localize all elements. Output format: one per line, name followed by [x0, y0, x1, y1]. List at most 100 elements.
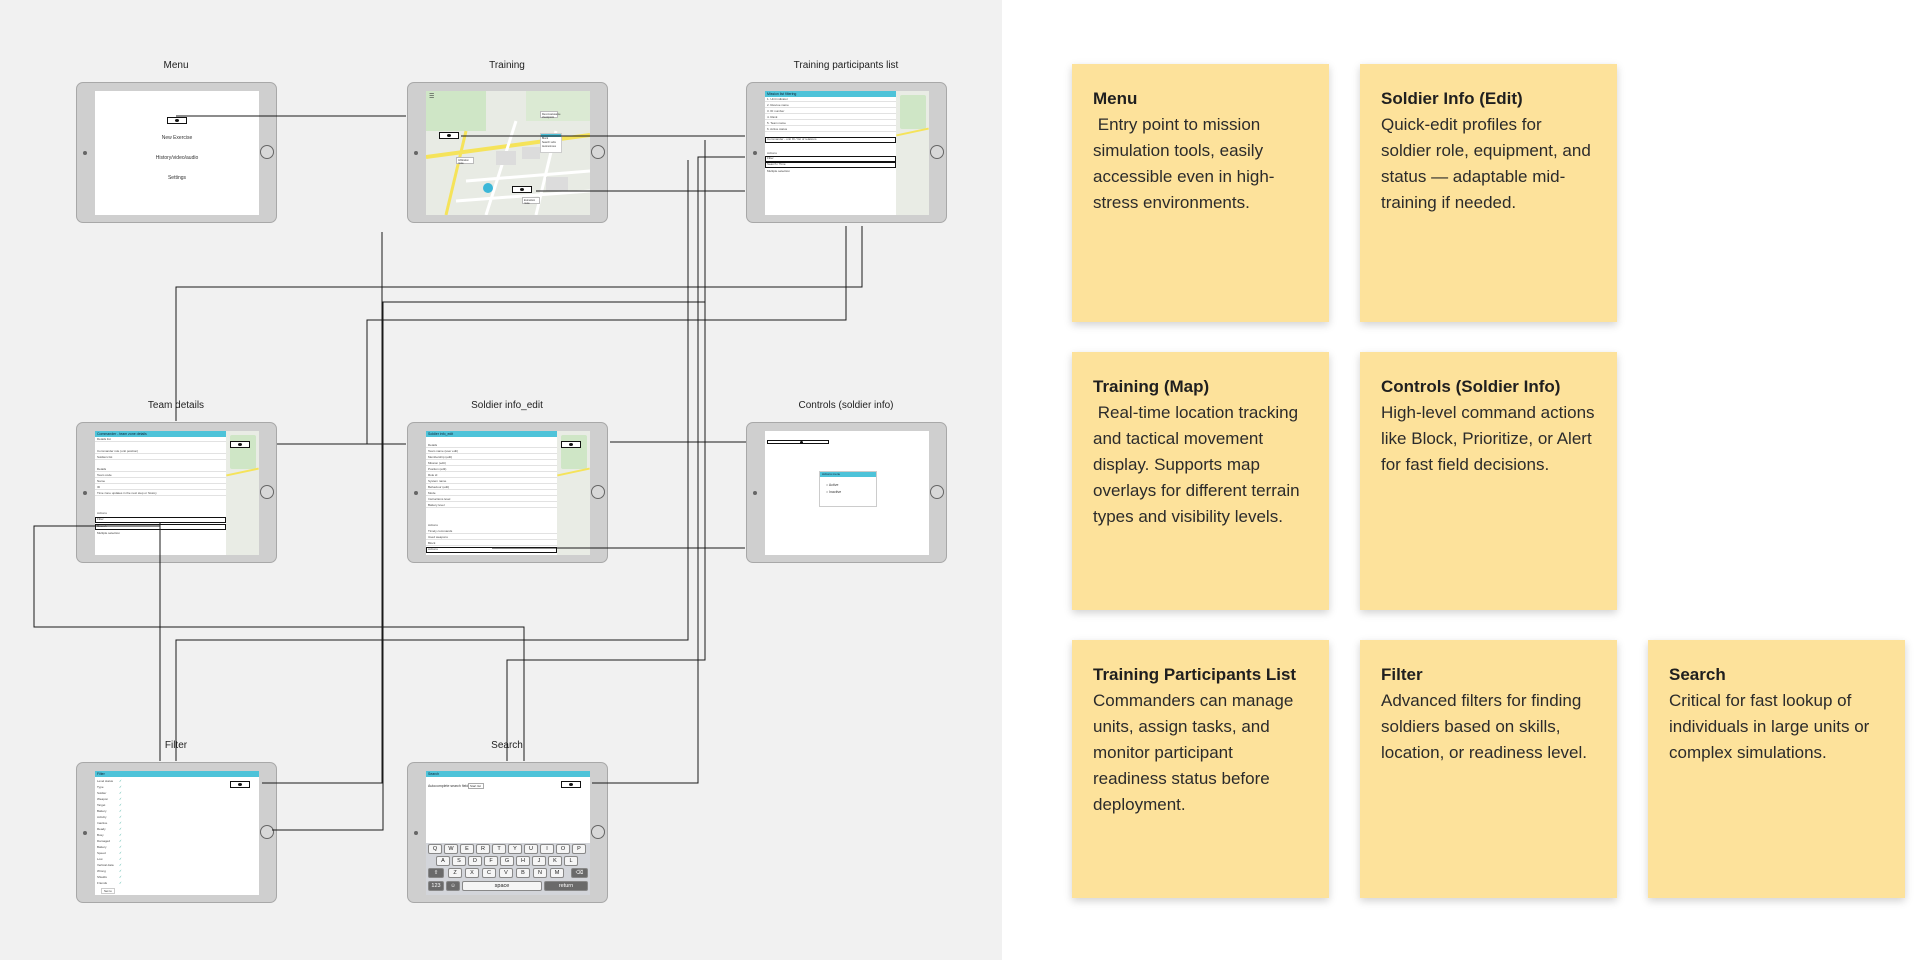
- search-item[interactable]: Search: [97, 524, 107, 528]
- filter-item[interactable]: Filter: [97, 517, 104, 521]
- keyboard-key[interactable]: H: [516, 856, 530, 866]
- filter-option-row[interactable]: Target✓: [97, 803, 157, 808]
- link-handle[interactable]: [561, 441, 581, 448]
- emoji-icon[interactable]: ☺: [446, 881, 460, 891]
- keyboard-key[interactable]: V: [499, 868, 513, 878]
- filter-option-row[interactable]: Speed✓: [97, 851, 157, 856]
- list-row[interactable]: 3. ID number: [765, 109, 896, 114]
- list-row[interactable]: Details list: [95, 437, 226, 442]
- check-icon[interactable]: ✓: [119, 833, 122, 837]
- check-icon[interactable]: ✓: [119, 809, 122, 813]
- keyboard-key[interactable]: J: [532, 856, 546, 866]
- numbers-key[interactable]: 123: [428, 881, 444, 891]
- keyboard-key[interactable]: X: [465, 868, 479, 878]
- list-row[interactable]: Behaviour (edit): [426, 485, 557, 490]
- list-row[interactable]: Timely commands: [426, 529, 557, 534]
- check-icon[interactable]: ✓: [119, 815, 122, 819]
- keyboard-key[interactable]: E: [460, 844, 474, 854]
- keyboard-key[interactable]: R: [476, 844, 490, 854]
- search-input[interactable]: Start list: [468, 783, 484, 789]
- keyboard-key[interactable]: K: [548, 856, 562, 866]
- link-handle[interactable]: [230, 441, 250, 448]
- list-row[interactable]: Commander role (unit position): [95, 449, 226, 454]
- keyboard-key[interactable]: F: [484, 856, 498, 866]
- filter-option-row[interactable]: Inactive✓: [97, 821, 157, 826]
- check-icon[interactable]: ✓: [119, 857, 122, 861]
- keyboard-key[interactable]: G: [500, 856, 514, 866]
- keyboard-key[interactable]: Q: [428, 844, 442, 854]
- keyboard-key[interactable]: P: [572, 844, 586, 854]
- list-row[interactable]: Role id: [426, 473, 557, 478]
- selected-row[interactable]: [765, 137, 896, 143]
- filter-option-row[interactable]: Vertical data✓: [97, 863, 157, 868]
- list-row[interactable]: Membership (edit): [426, 455, 557, 460]
- return-key[interactable]: return: [544, 881, 588, 891]
- list-row[interactable]: Instructions level: [426, 497, 557, 502]
- filter-option-row[interactable]: Soldier✓: [97, 791, 157, 796]
- list-row[interactable]: Block: [426, 541, 557, 546]
- menu-item-history[interactable]: History/video/audio: [155, 155, 199, 161]
- check-icon[interactable]: ✓: [119, 803, 122, 807]
- list-row[interactable]: Team name (user edit): [426, 449, 557, 454]
- menu-item-settings[interactable]: Settings: [167, 175, 187, 181]
- check-icon[interactable]: ✓: [119, 797, 122, 801]
- check-icon[interactable]: ✓: [119, 779, 122, 783]
- space-key[interactable]: space: [462, 881, 542, 891]
- check-icon[interactable]: ✓: [119, 827, 122, 831]
- keyboard-key[interactable]: Y: [508, 844, 522, 854]
- filter-option-row[interactable]: Low✓: [97, 857, 157, 862]
- backspace-key[interactable]: ⌫: [571, 868, 588, 878]
- keyboard-key[interactable]: A: [436, 856, 450, 866]
- keyboard-key[interactable]: D: [468, 856, 482, 866]
- option-active[interactable]: ○ Active: [826, 483, 839, 487]
- filter-option-row[interactable]: Ready✓: [97, 827, 157, 832]
- check-icon[interactable]: ✓: [119, 869, 122, 873]
- menu-item-new-exercise[interactable]: New Exercise: [161, 135, 193, 141]
- list-row[interactable]: 1. Unit indicator: [765, 97, 896, 102]
- list-row[interactable]: 2. Rescue name: [765, 103, 896, 108]
- keyboard-key[interactable]: O: [556, 844, 570, 854]
- link-handle[interactable]: [230, 781, 250, 788]
- search-row[interactable]: [765, 162, 896, 168]
- keyboard-key[interactable]: C: [482, 868, 496, 878]
- shift-key[interactable]: ⇧: [428, 868, 444, 878]
- link-handle[interactable]: [167, 117, 187, 124]
- filter-option-row[interactable]: Weapon✓: [97, 797, 157, 802]
- set-to-button[interactable]: Set to: [101, 888, 115, 894]
- check-icon[interactable]: ✓: [119, 863, 122, 867]
- check-icon[interactable]: ✓: [119, 881, 122, 885]
- list-row[interactable]: Name: [95, 479, 226, 484]
- multi-select-item[interactable]: Multiple selection: [97, 531, 121, 535]
- filter-option-row[interactable]: Battery✓: [97, 809, 157, 814]
- link-handle[interactable]: [561, 781, 581, 788]
- check-icon[interactable]: ✓: [119, 839, 122, 843]
- check-icon[interactable]: ✓: [119, 791, 122, 795]
- list-row[interactable]: Commander - unit ID / list of relations: [767, 137, 817, 141]
- filter-row[interactable]: [765, 156, 896, 162]
- filter-option-row[interactable]: Wrong✓: [97, 869, 157, 874]
- popup-item[interactable]: Autonomous: [542, 145, 557, 148]
- list-row[interactable]: ID: [95, 485, 226, 490]
- check-icon[interactable]: ✓: [119, 785, 122, 789]
- keyboard-key[interactable]: S: [452, 856, 466, 866]
- keyboard-key[interactable]: T: [492, 844, 506, 854]
- filter-item[interactable]: Filter: [767, 156, 774, 160]
- link-handle[interactable]: [439, 132, 459, 139]
- keyboard-key[interactable]: L: [564, 856, 578, 866]
- actions-item[interactable]: Actions: [428, 547, 438, 551]
- filter-option-row[interactable]: Damaged✓: [97, 839, 157, 844]
- option-inactive[interactable]: ○ Inactive: [826, 490, 842, 494]
- list-row[interactable]: Team code: [95, 473, 226, 478]
- list-row[interactable]: Mode: [426, 491, 557, 496]
- list-row[interactable]: 4. Rank: [765, 115, 896, 120]
- list-row[interactable]: Battery level: [426, 503, 557, 508]
- check-icon[interactable]: ✓: [119, 821, 122, 825]
- keyboard-key[interactable]: N: [533, 868, 547, 878]
- filter-option-row[interactable]: Battery✓: [97, 845, 157, 850]
- filter-option-row[interactable]: Busy✓: [97, 833, 157, 838]
- link-handle[interactable]: [512, 186, 532, 193]
- filter-option-row[interactable]: Friends✓: [97, 881, 157, 886]
- list-row[interactable]: Mission (edit): [426, 461, 557, 466]
- list-row[interactable]: Details: [426, 443, 557, 448]
- check-icon[interactable]: ✓: [119, 851, 122, 855]
